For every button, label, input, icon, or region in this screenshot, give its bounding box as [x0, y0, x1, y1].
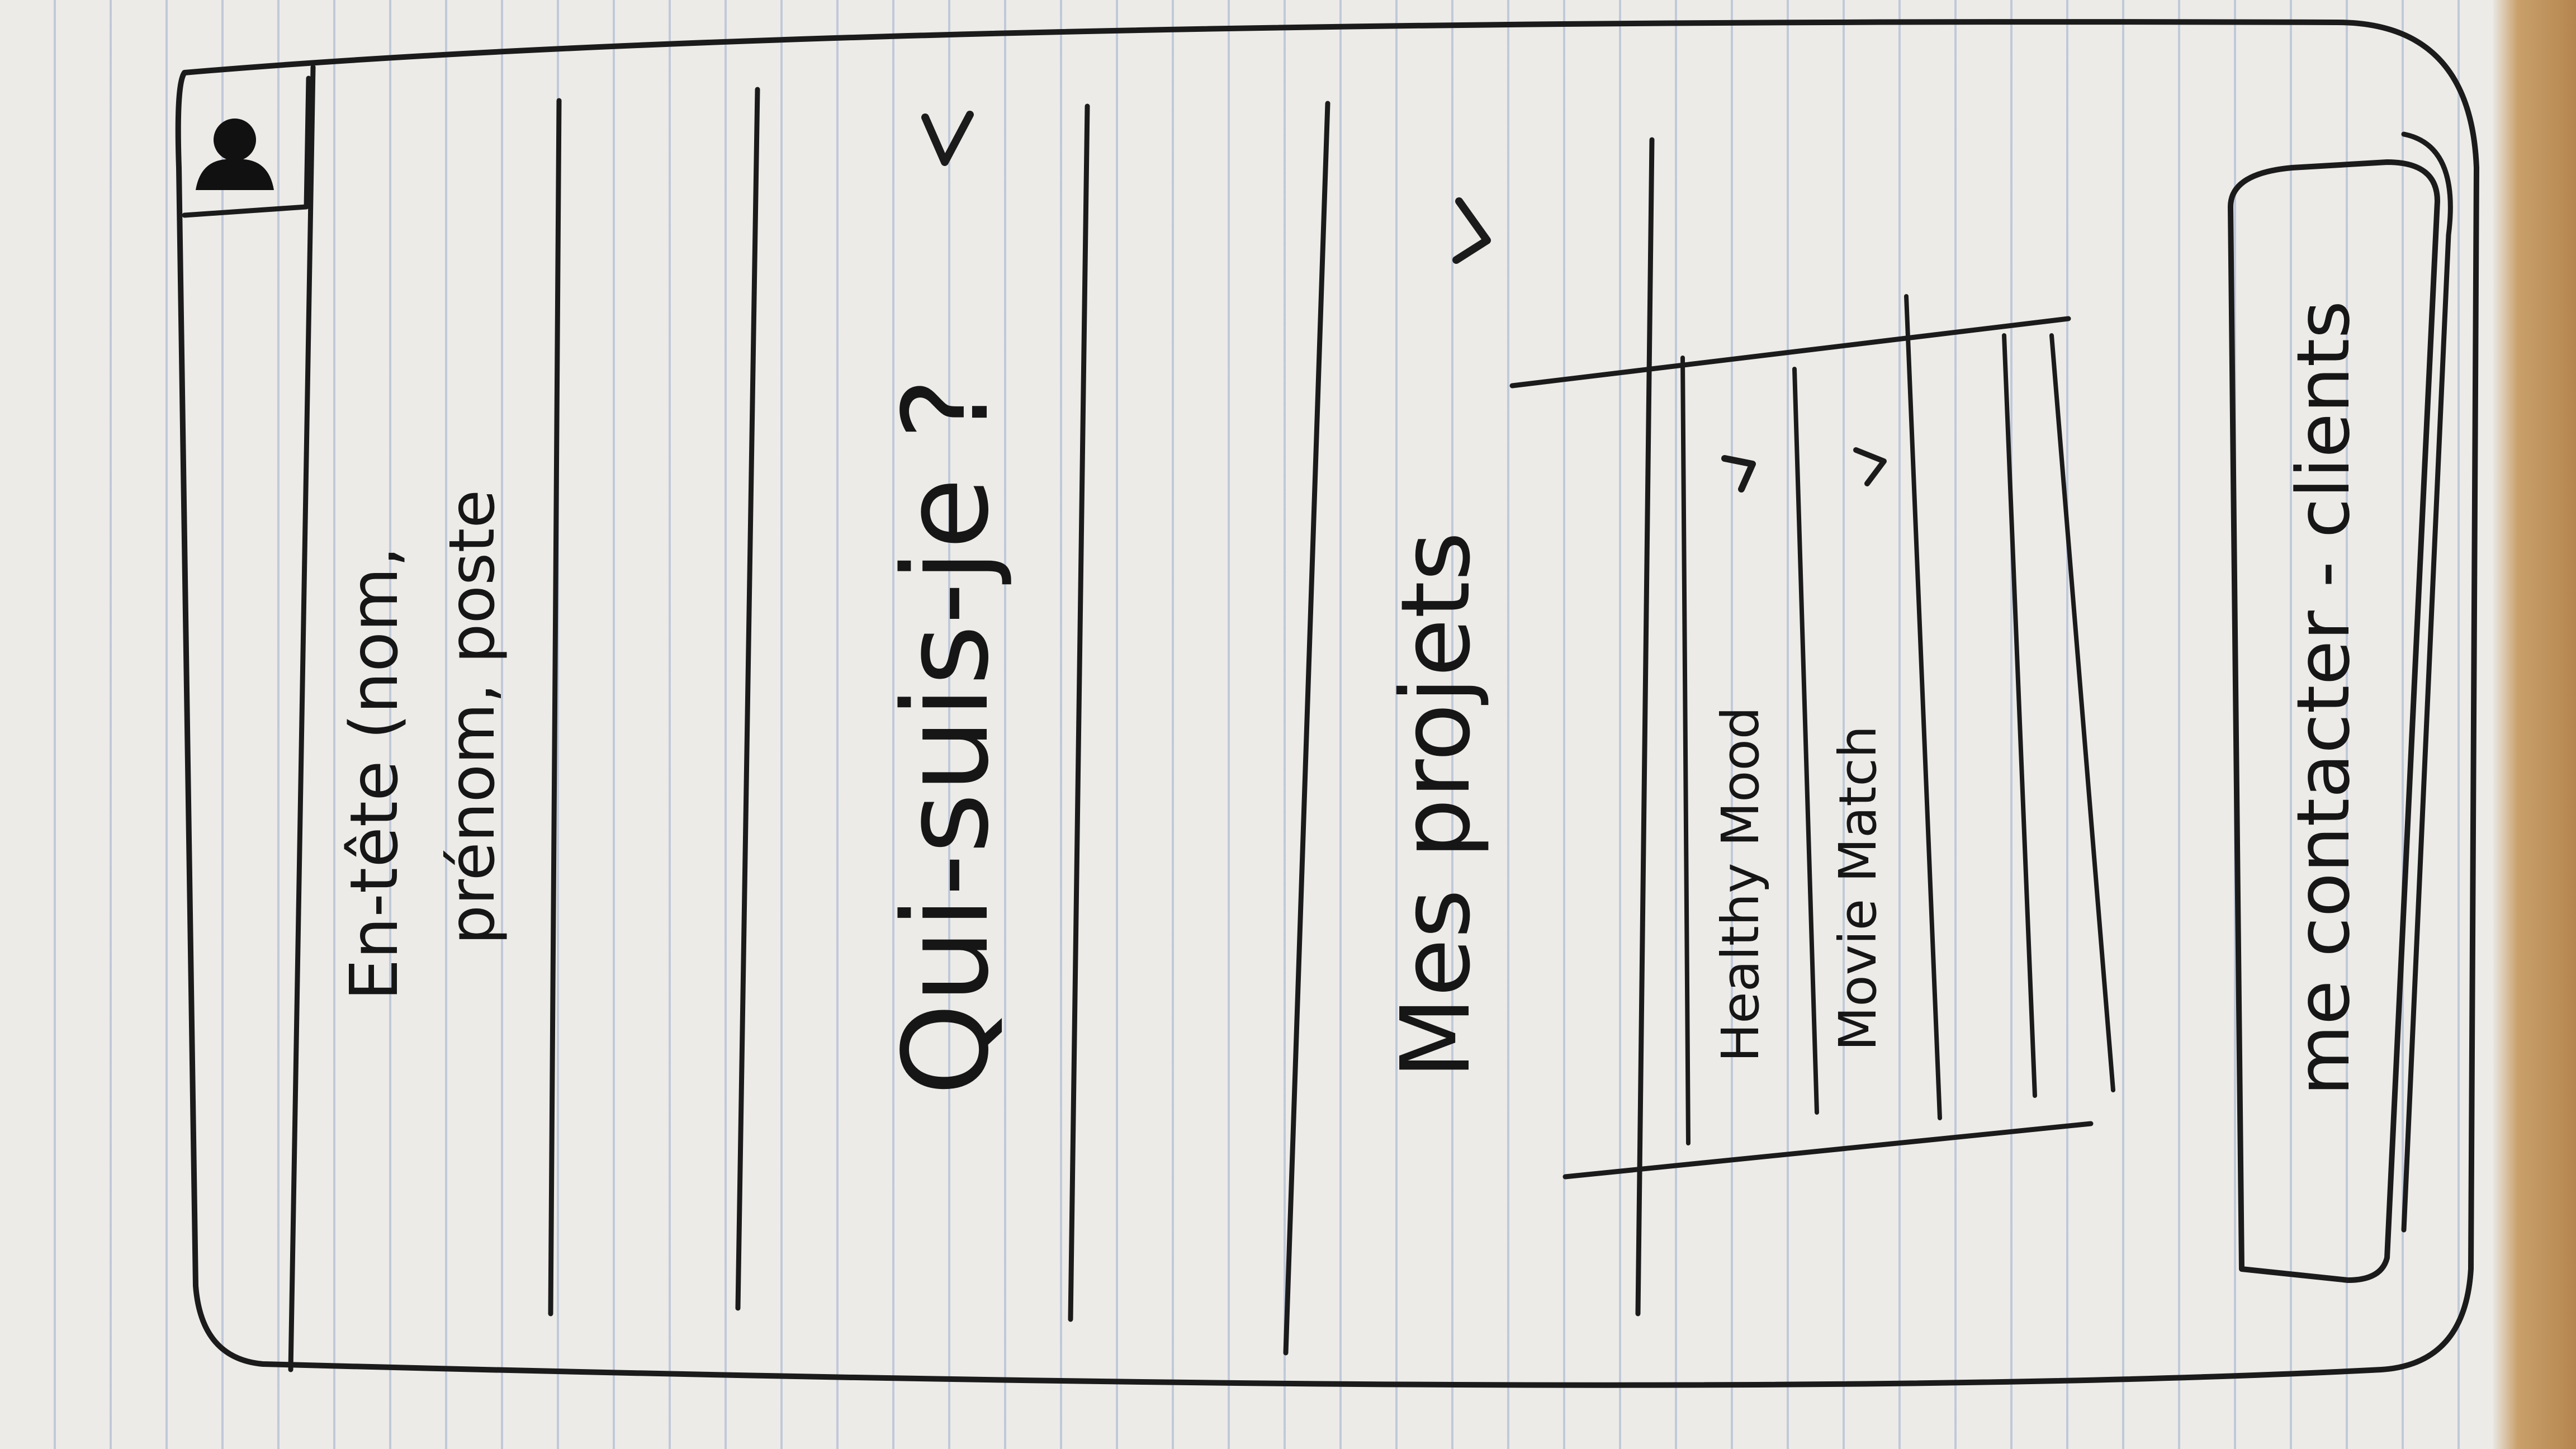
- projects-section-title[interactable]: Mes projets: [1381, 532, 1491, 1079]
- table-edge: [2493, 0, 2576, 1449]
- header-title-line2: prénom, poste: [436, 489, 509, 945]
- chevron-right-icon[interactable]: [1850, 442, 1895, 492]
- chevron-right-icon[interactable]: [1719, 447, 1764, 498]
- header-divider: [288, 64, 316, 1372]
- contact-button-outline: [2228, 159, 2440, 1283]
- phone-frame: [175, 19, 2479, 1388]
- header-end-line: [735, 87, 760, 1311]
- user-avatar-icon: [196, 119, 274, 190]
- chevron-down-icon[interactable]: [914, 106, 981, 179]
- about-content-line-1: [1068, 103, 1090, 1322]
- about-content-line-2: [1283, 101, 1330, 1356]
- contact-button[interactable]: me contacter - clients: [2281, 300, 2366, 1096]
- project-item-movie-match[interactable]: Movie Match: [1828, 725, 1888, 1051]
- contact-button-shadow: [2401, 131, 2453, 1233]
- header-title-line1: En-tête (nom,: [335, 546, 413, 1001]
- project-item-healthy-mood[interactable]: Healthy Mood: [1711, 706, 1770, 1062]
- projects-list: [1509, 294, 2115, 1180]
- chevron-down-icon[interactable]: [1448, 190, 1509, 268]
- projects-content-line: [1635, 137, 1655, 1317]
- header-content-line: [548, 98, 562, 1317]
- avatar[interactable]: [182, 75, 311, 218]
- about-section-title[interactable]: Qui-suis-je ?: [878, 377, 1015, 1096]
